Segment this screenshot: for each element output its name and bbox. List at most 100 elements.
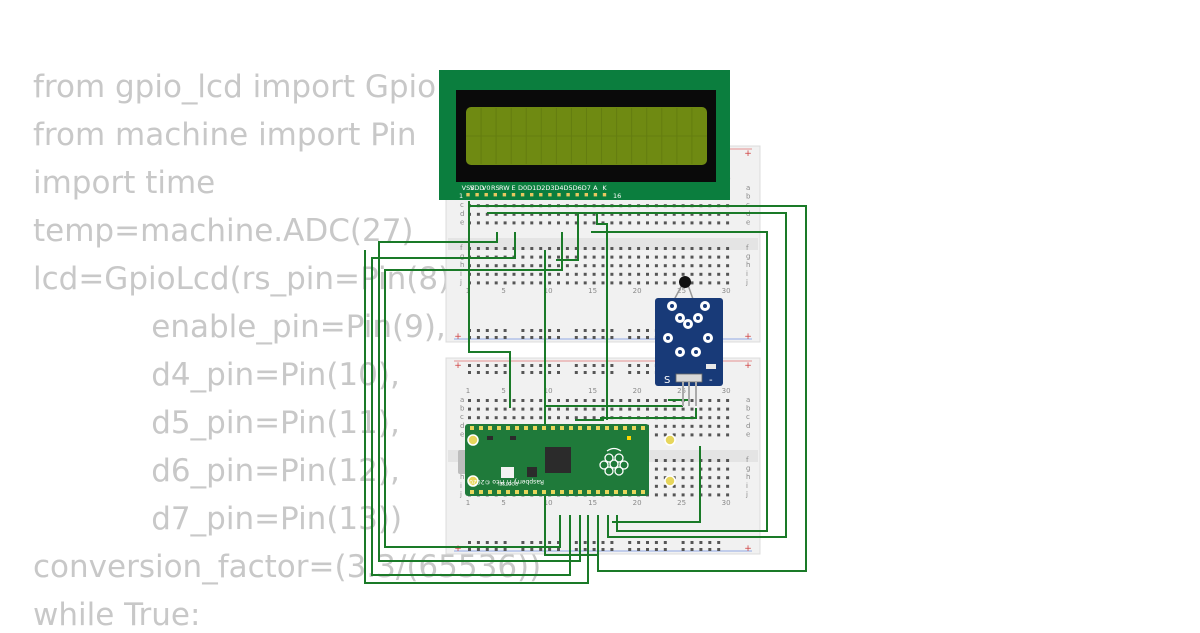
breadboard-hole[interactable]	[708, 407, 712, 411]
breadboard-hole[interactable]	[583, 399, 587, 402]
breadboard-hole[interactable]	[654, 484, 658, 488]
breadboard-hole[interactable]	[681, 272, 685, 276]
rail-hole[interactable]	[637, 329, 641, 332]
breadboard-hole[interactable]	[681, 247, 685, 250]
breadboard-hole[interactable]	[583, 416, 587, 420]
breadboard-hole[interactable]	[619, 407, 623, 411]
breadboard-hole[interactable]	[512, 407, 516, 411]
breadboard-hole[interactable]	[521, 399, 525, 402]
breadboard-hole[interactable]	[681, 212, 685, 216]
lcd-pin[interactable]	[593, 193, 598, 197]
breadboard-hole[interactable]	[672, 467, 676, 471]
rail-hole[interactable]	[717, 541, 721, 544]
rail-hole[interactable]	[494, 548, 498, 551]
rail-hole[interactable]	[583, 364, 587, 367]
rail-hole[interactable]	[476, 364, 480, 367]
breadboard-hole[interactable]	[476, 272, 480, 276]
rail-hole[interactable]	[521, 329, 525, 332]
breadboard-hole[interactable]	[476, 212, 480, 216]
breadboard-hole[interactable]	[476, 407, 480, 411]
breadboard-hole[interactable]	[690, 272, 694, 276]
breadboard-hole[interactable]	[663, 272, 667, 276]
breadboard-hole[interactable]	[646, 281, 649, 285]
breadboard-hole[interactable]	[654, 476, 658, 480]
breadboard-hole[interactable]	[565, 221, 569, 225]
rail-hole[interactable]	[637, 541, 641, 544]
pico-pad[interactable]	[470, 490, 474, 494]
rail-hole[interactable]	[503, 336, 507, 339]
breadboard-hole[interactable]	[574, 272, 578, 276]
wire[interactable]	[468, 201, 511, 408]
rail-hole[interactable]	[539, 336, 543, 339]
breadboard-hole[interactable]	[592, 247, 596, 250]
breadboard-hole[interactable]	[530, 407, 534, 411]
breadboard-hole[interactable]	[619, 247, 623, 250]
pico-pad[interactable]	[632, 426, 636, 430]
pico-pad[interactable]	[605, 490, 609, 494]
rail-hole[interactable]	[548, 364, 552, 367]
breadboard-hole[interactable]	[476, 221, 480, 225]
lcd-pin[interactable]	[548, 193, 552, 197]
breadboard-hole[interactable]	[690, 433, 694, 437]
rail-hole[interactable]	[690, 541, 694, 544]
breadboard-hole[interactable]	[539, 255, 543, 259]
rail-hole[interactable]	[592, 364, 596, 367]
pico-pad[interactable]	[641, 426, 645, 430]
breadboard-hole[interactable]	[610, 221, 614, 225]
breadboard-hole[interactable]	[726, 247, 730, 250]
breadboard-hole[interactable]	[530, 416, 534, 420]
rail-hole[interactable]	[654, 548, 658, 551]
breadboard-hole[interactable]	[646, 255, 649, 259]
breadboard-hole[interactable]	[530, 212, 534, 216]
breadboard-hole[interactable]	[619, 212, 623, 216]
breadboard-hole[interactable]	[663, 484, 667, 488]
breadboard-hole[interactable]	[530, 247, 534, 250]
rail-hole[interactable]	[548, 541, 552, 544]
breadboard-hole[interactable]	[672, 212, 676, 216]
rail-hole[interactable]	[557, 336, 560, 339]
breadboard-hole[interactable]	[717, 476, 721, 480]
rail-hole[interactable]	[646, 371, 649, 374]
breadboard-hole[interactable]	[592, 264, 596, 268]
rail-hole[interactable]	[485, 548, 489, 551]
breadboard-hole[interactable]	[592, 272, 596, 276]
breadboard-hole[interactable]	[637, 399, 641, 402]
rail-hole[interactable]	[646, 548, 649, 551]
rail-hole[interactable]	[681, 548, 685, 551]
rail-hole[interactable]	[503, 541, 507, 544]
breadboard-hole[interactable]	[583, 272, 587, 276]
breadboard-hole[interactable]	[512, 264, 516, 268]
breadboard-hole[interactable]	[557, 255, 560, 259]
breadboard-hole[interactable]	[592, 255, 596, 259]
breadboard-hole[interactable]	[503, 407, 507, 411]
breadboard-hole[interactable]	[672, 493, 676, 497]
breadboard-hole[interactable]	[557, 264, 560, 268]
breadboard-hole[interactable]	[583, 247, 587, 250]
wire[interactable]	[591, 231, 768, 532]
breadboard-hole[interactable]	[726, 264, 730, 268]
breadboard-hole[interactable]	[699, 272, 703, 276]
rail-hole[interactable]	[476, 548, 480, 551]
rail-hole[interactable]	[494, 364, 498, 367]
wire[interactable]	[384, 232, 563, 548]
pico-pad[interactable]	[479, 490, 483, 494]
rail-hole[interactable]	[557, 329, 560, 332]
lcd-pin[interactable]	[484, 193, 488, 197]
breadboard-hole[interactable]	[619, 221, 623, 225]
breadboard-hole[interactable]	[548, 264, 552, 268]
breadboard-hole[interactable]	[512, 221, 516, 225]
breadboard-hole[interactable]	[565, 255, 569, 259]
pico-pad[interactable]	[560, 490, 564, 494]
breadboard-hole[interactable]	[637, 212, 641, 216]
breadboard-hole[interactable]	[610, 255, 614, 259]
lcd-pin[interactable]	[511, 193, 516, 197]
rail-hole[interactable]	[699, 541, 703, 544]
breadboard-hole[interactable]	[548, 272, 552, 276]
rail-hole[interactable]	[548, 329, 552, 332]
pico-pad[interactable]	[533, 426, 537, 430]
breadboard-hole[interactable]	[628, 264, 632, 268]
breadboard-hole[interactable]	[601, 272, 605, 276]
lcd-pin[interactable]	[584, 193, 588, 197]
wire[interactable]	[600, 408, 697, 419]
